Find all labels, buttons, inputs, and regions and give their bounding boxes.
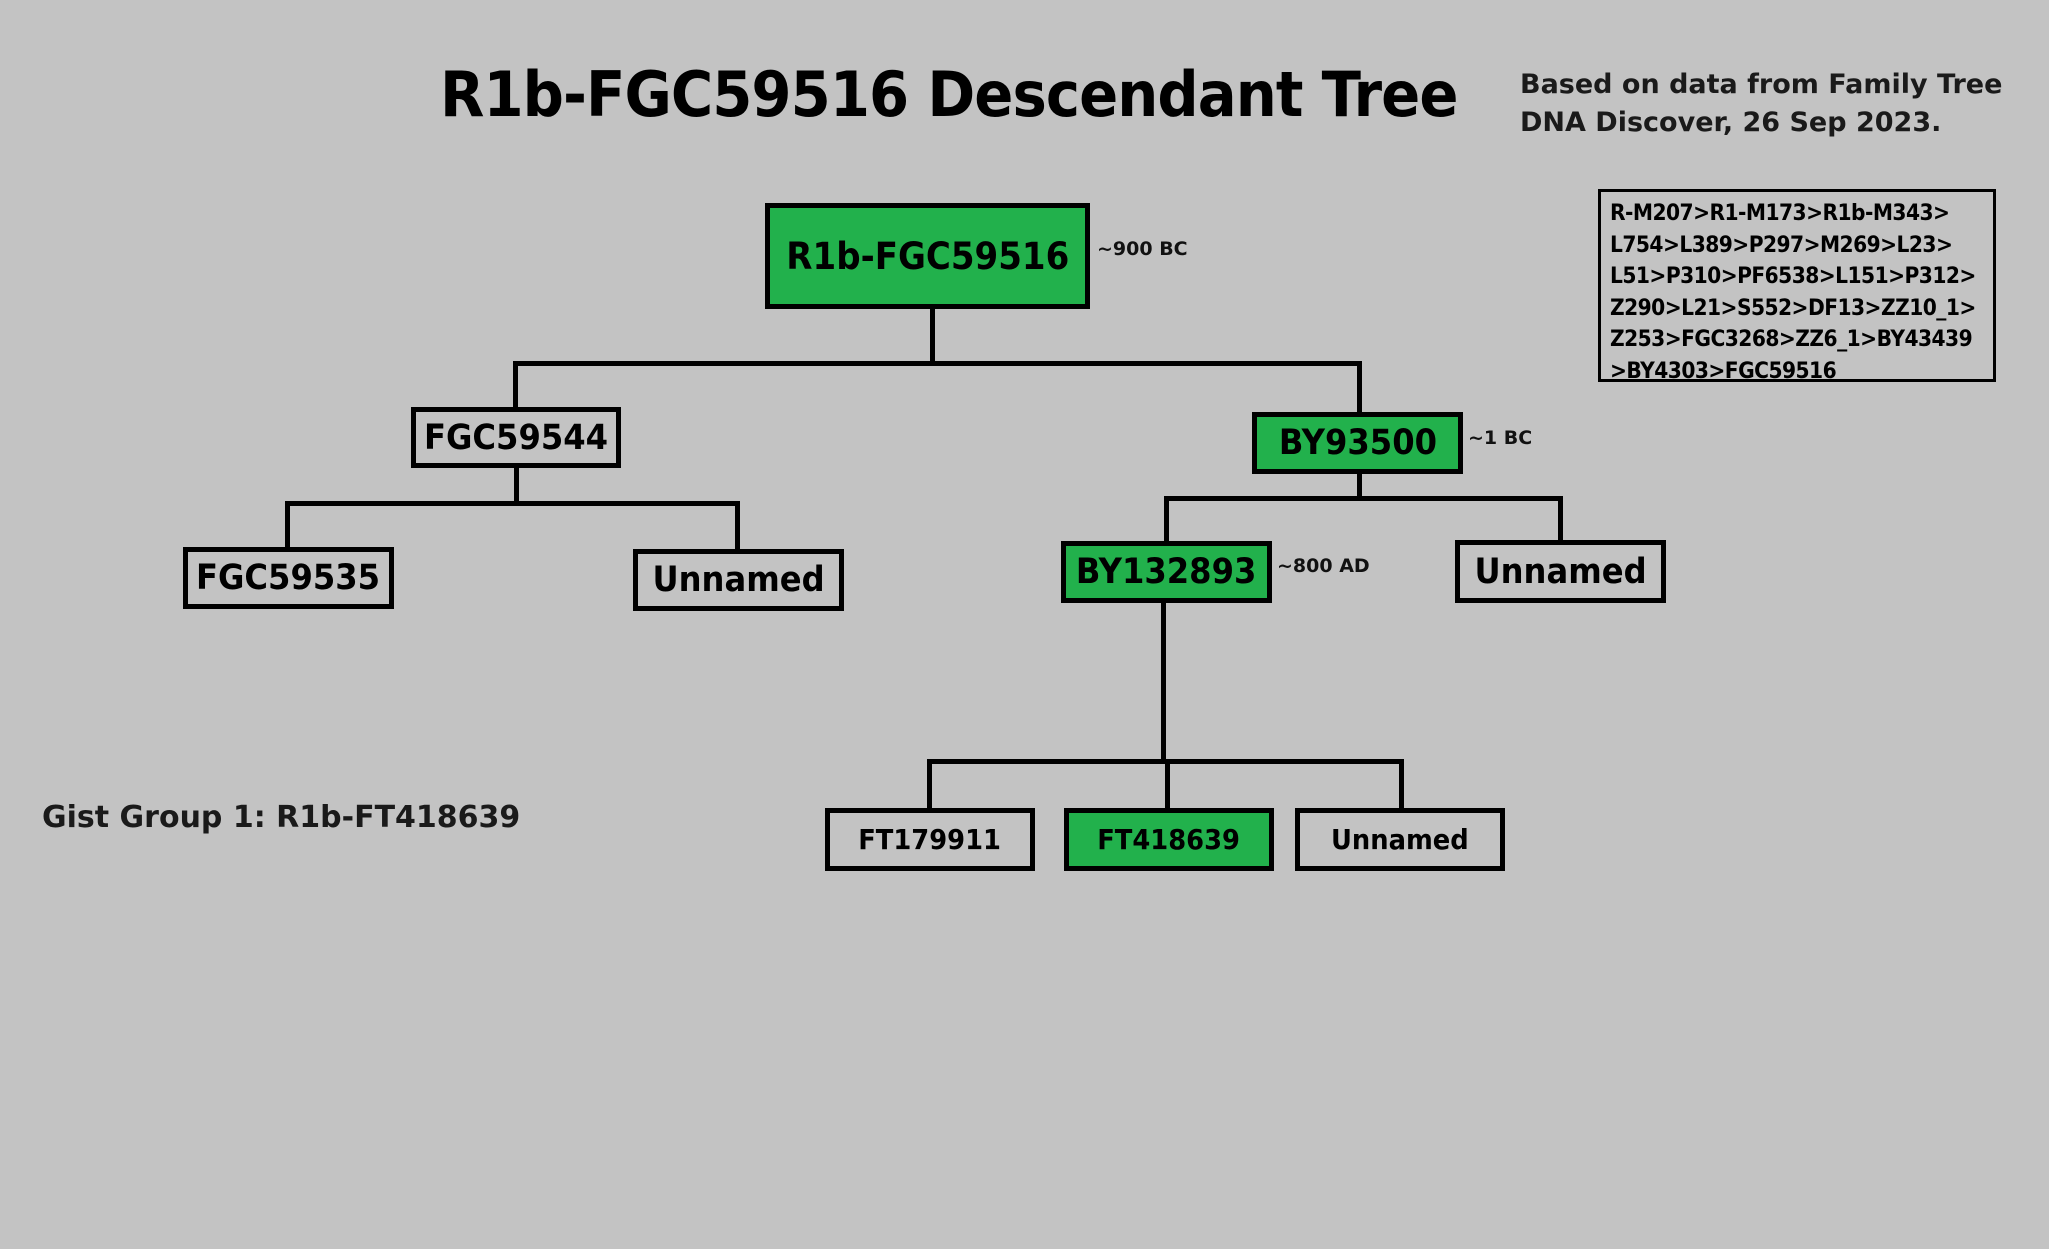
connector-by132893-drop: [1164, 496, 1169, 545]
lineage-line: Z253>FGC3268>ZZ6_1>BY43439: [1610, 327, 1973, 352]
connector-fgc59535-drop: [285, 501, 290, 551]
node-by93500-label: BY93500: [1278, 423, 1437, 463]
node-root-date: ~900 BC: [1097, 238, 1188, 260]
connector-by93500-stem: [1357, 471, 1362, 500]
connector-left-level2-bar: [285, 501, 740, 506]
connector-level1-bar: [513, 361, 1362, 366]
connector-fgc59544-stem: [514, 465, 519, 505]
node-by93500: BY93500: [1252, 412, 1463, 474]
lineage-line: L51>P310>PF6538>L151>P312>: [1610, 264, 1976, 289]
node-fgc59535-label: FGC59535: [196, 558, 381, 598]
node-unnamed-left: Unnamed: [633, 549, 844, 611]
node-by132893: BY132893: [1061, 541, 1272, 603]
node-ft418639: FT418639: [1064, 808, 1274, 871]
connector-by132893-stem: [1161, 600, 1166, 763]
node-fgc59544-label: FGC59544: [423, 417, 609, 458]
node-unnamed-right: Unnamed: [1455, 540, 1666, 603]
node-root-label: R1b-FGC59516: [785, 234, 1069, 278]
node-by132893-date: ~800 AD: [1277, 555, 1370, 577]
connector-ft179911-drop: [927, 759, 932, 812]
node-unnamed-right-label: Unnamed: [1474, 551, 1647, 592]
connector-right-level2-bar: [1164, 496, 1563, 501]
connector-by93500-drop: [1357, 361, 1362, 416]
lineage-path-box: R-M207>R1-M173>R1b-M343> L754>L389>P297>…: [1598, 189, 1996, 384]
connector-root-stem: [930, 306, 935, 366]
lineage-line: L754>L389>P297>M269>L23>: [1610, 232, 1953, 258]
diagram-title: R1b-FGC59516 Descendant Tree: [440, 58, 1458, 131]
lineage-line: R-M207>R1-M173>R1b-M343>: [1610, 201, 1950, 226]
source-note-line-1: Based on data from Family Tree: [1520, 69, 2003, 100]
node-unnamed-left-label: Unnamed: [652, 560, 825, 600]
node-by93500-date: ~1 BC: [1468, 427, 1533, 449]
gist-group-label: Gist Group 1: R1b-FT418639: [42, 800, 521, 835]
source-note: Based on data from Family Tree DNA Disco…: [1520, 66, 2020, 142]
node-fgc59535: FGC59535: [183, 547, 394, 609]
lineage-line: >BY4303>FGC59516: [1610, 358, 1837, 384]
node-by132893-label: BY132893: [1076, 552, 1257, 592]
connector-unnamed-bottom-drop: [1399, 759, 1404, 811]
node-ft179911: FT179911: [825, 808, 1035, 871]
connector-unnamed-right-drop: [1558, 496, 1563, 544]
lineage-line: Z290>L21>S552>DF13>ZZ10_1>: [1610, 295, 1976, 321]
node-unnamed-bottom: Unnamed: [1295, 808, 1505, 871]
node-root: R1b-FGC59516: [765, 203, 1090, 309]
connector-fgc59544-drop: [513, 361, 518, 411]
node-unnamed-bottom-label: Unnamed: [1331, 823, 1469, 856]
connector-ft418639-drop: [1165, 759, 1170, 811]
connector-unnamed-left-drop: [735, 501, 740, 553]
node-ft179911-label: FT179911: [858, 823, 1002, 856]
node-fgc59544: FGC59544: [411, 407, 621, 468]
node-ft418639-label: FT418639: [1097, 823, 1241, 856]
source-note-line-2: DNA Discover, 26 Sep 2023.: [1520, 107, 1942, 138]
